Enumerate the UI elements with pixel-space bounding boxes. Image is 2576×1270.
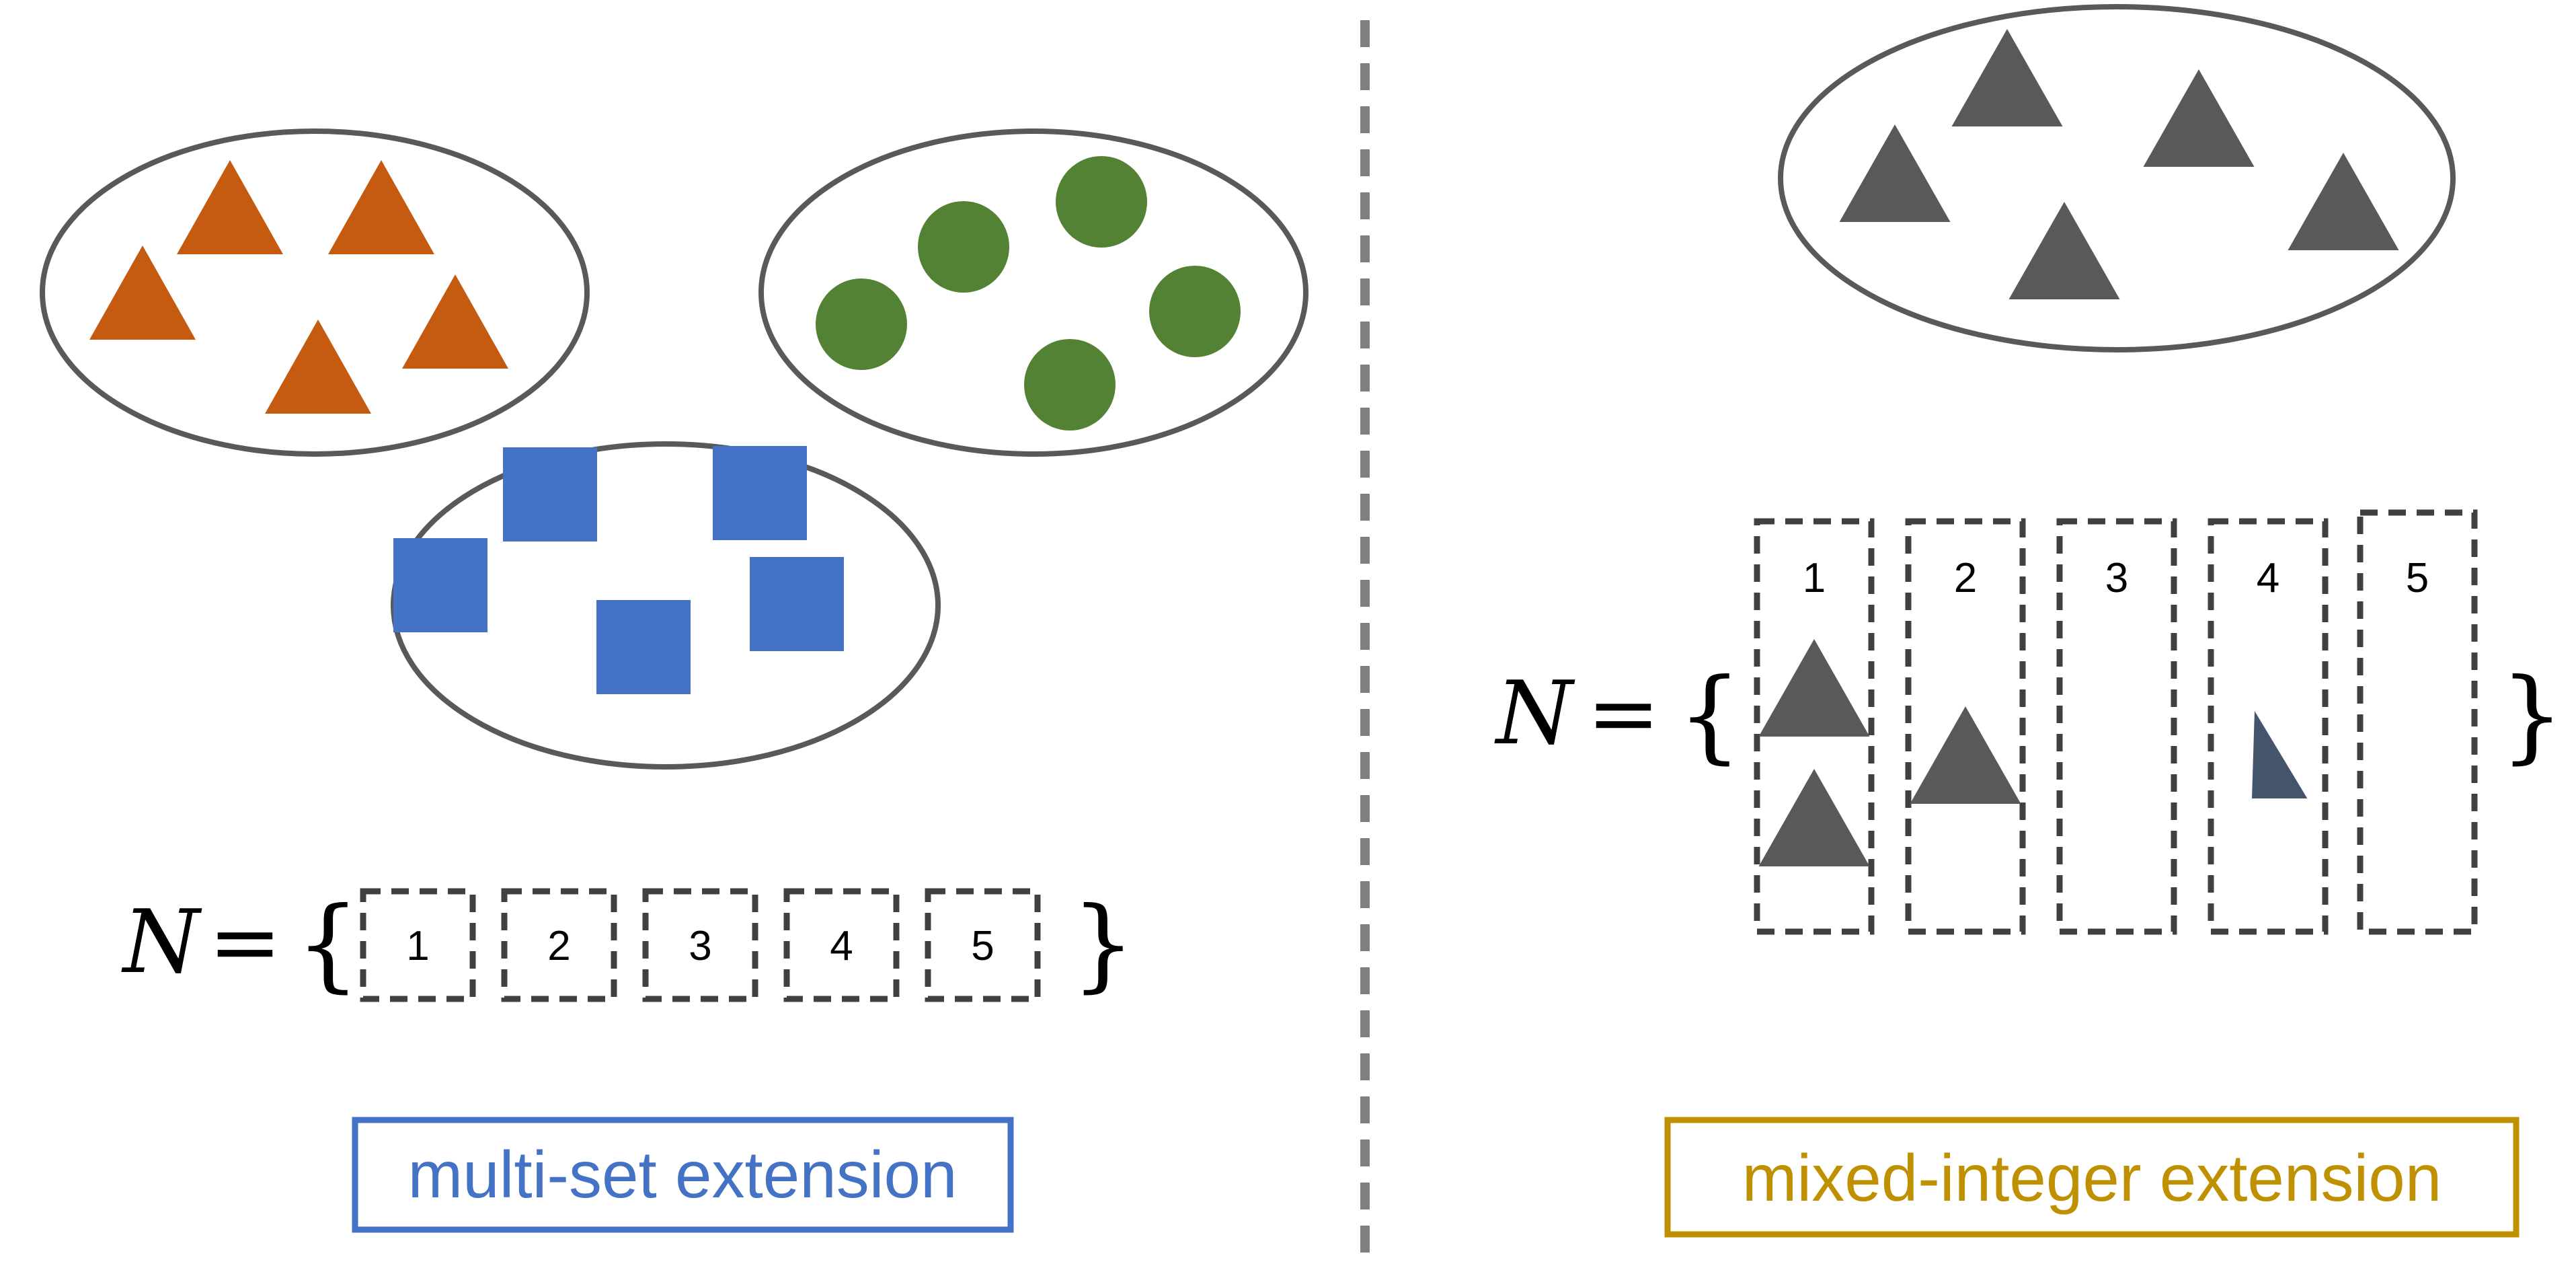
right-index-column [1754,518,1875,935]
left-index-box [360,888,476,1002]
right-index-columns: 1 2 3 4 5 [1754,509,2478,935]
gray-triangle-icon [2008,202,2120,299]
right-index-column [1905,518,2026,935]
gray-triangle-icon [2143,69,2255,167]
right-index-column-label: 5 [2406,555,2429,601]
left-index-box [642,888,758,1002]
left-index-box [925,888,1041,1002]
gray-triangle-icon [1839,124,1951,222]
orange-triangle-icon [402,274,508,369]
right-equation-equals: = [1587,662,1660,764]
gray-triangle-icon [1758,639,1870,737]
blue-square-icon [503,447,597,541]
mixed-integer-label-box [1664,1117,2520,1238]
blue-squares [393,446,844,694]
multiset-label-box [352,1117,1014,1233]
green-circle-icon [1024,339,1116,431]
green-set-ellipse [758,128,1309,457]
orange-triangle-icon [177,160,283,254]
left-index-box [501,888,617,1002]
green-circle-icon [1149,266,1241,357]
gray-triangle-icon [1758,769,1870,866]
green-circle-icon [816,278,907,370]
left-close-brace: } [1071,886,1135,1003]
gray-triangle-icon [2288,153,2399,250]
right-index-column [2208,518,2329,935]
left-index-boxes: 1 2 3 4 5 [360,888,1041,1002]
left-index-box-label: 4 [830,923,853,969]
green-circle-icon [1056,156,1147,248]
gray-triangle-icon [1910,706,2021,804]
green-circles [816,156,1241,431]
left-index-box-label: 1 [406,923,429,969]
blue-square-icon [713,446,807,540]
left-index-box-label: 3 [689,923,711,969]
orange-triangle-icon [265,320,371,414]
orange-set-ellipse [40,128,590,457]
orange-triangle-icon [89,246,196,340]
left-equation-n: N [121,891,202,993]
blue-square-icon [750,557,844,651]
right-panel: N = { 1 2 3 4 5 } mixed-integer extension [1494,4,2564,1238]
right-index-column-label: 4 [2257,555,2279,601]
left-panel: N = { 1 2 3 4 5 } multi-set extension [40,128,1309,1233]
right-equation-n: N [1494,662,1575,764]
gray-triangles [1839,29,2399,299]
right-index-column [2357,509,2478,935]
mixed-integer-label: mixed-integer extension [1742,1141,2442,1215]
multiset-label: multi-set extension [407,1137,957,1211]
right-open-brace: { [1678,657,1742,774]
right-close-brace: } [2500,657,2564,774]
left-index-box [783,888,900,1002]
right-index-column-label: 2 [1954,555,1977,601]
partial-triangle-icon [2252,711,2308,798]
left-index-box-label: 5 [971,923,994,969]
gray-triangle-icon [1951,29,2063,126]
orange-triangles [89,160,508,414]
orange-triangle-icon [328,160,434,254]
left-equation-equals: = [208,891,282,993]
left-open-brace: { [296,886,360,1003]
right-index-column-label: 1 [1803,555,1826,601]
left-index-box-label: 2 [547,923,570,969]
gray-set-ellipse [1778,4,2456,352]
right-index-column-label: 3 [2105,555,2128,601]
right-index-column [2056,518,2177,935]
blue-square-icon [596,600,691,694]
blue-square-icon [393,538,487,632]
green-circle-icon [918,201,1009,293]
